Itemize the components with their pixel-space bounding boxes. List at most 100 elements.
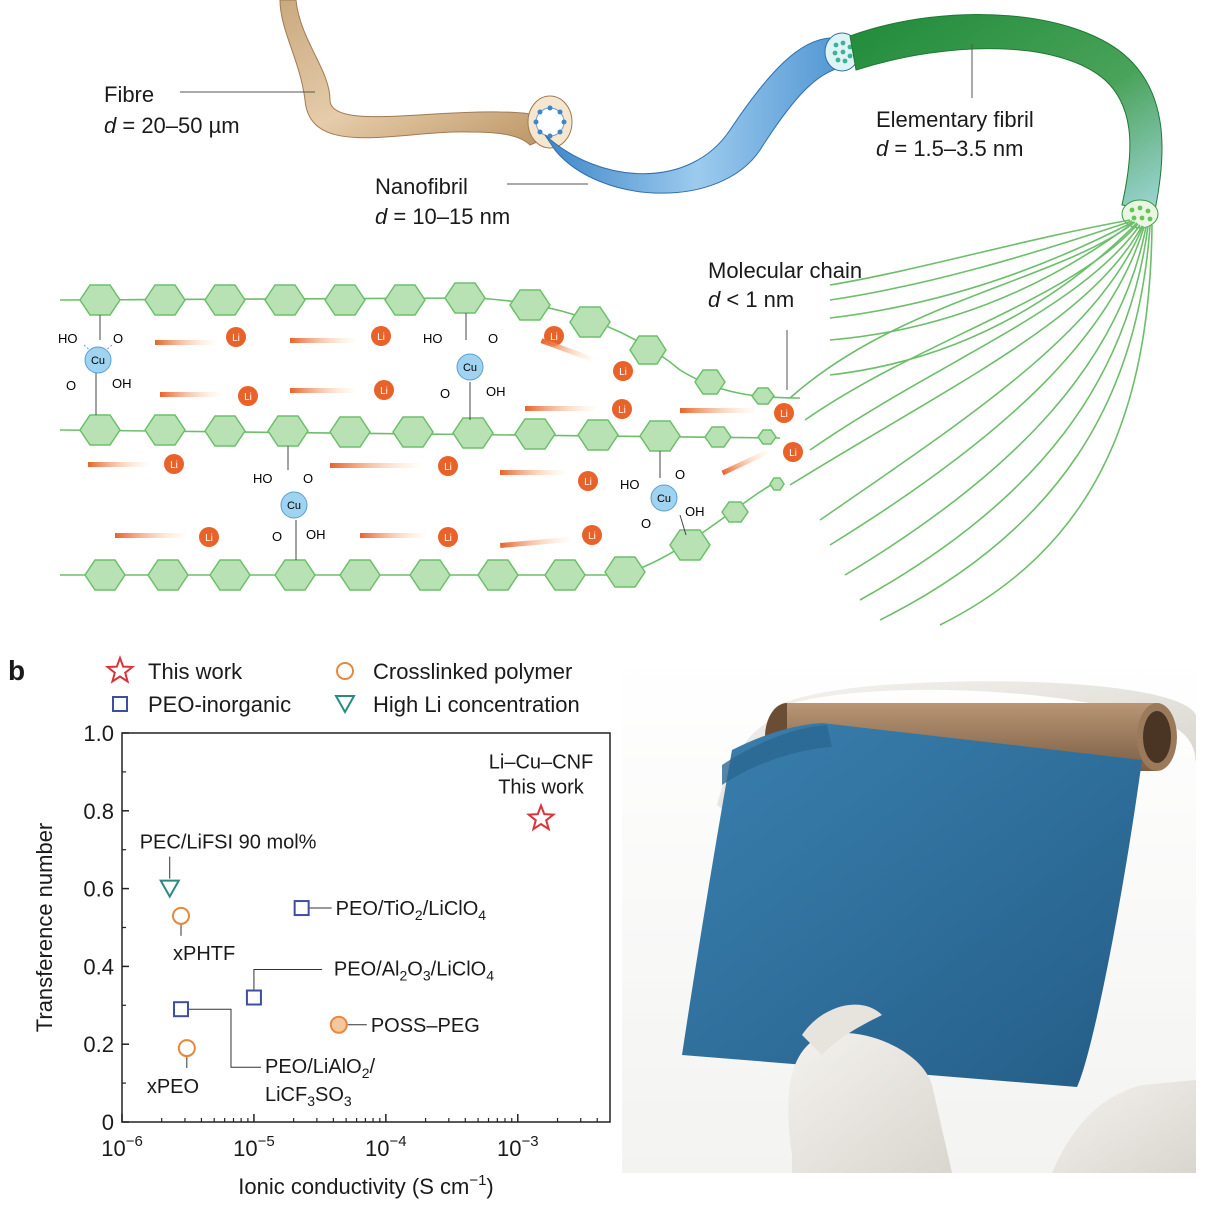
legend-label: Crosslinked polymer — [373, 659, 572, 684]
legend-marker-star — [104, 655, 136, 684]
oh-label: OH — [306, 527, 326, 542]
cu-complex-4: Cu HO O O OH — [620, 451, 705, 536]
li-ion: Li — [525, 399, 632, 419]
y-axis-label: Transference number — [32, 823, 57, 1033]
y-tick-label: 0.2 — [83, 1032, 114, 1057]
data-point-pec-lifsi — [159, 879, 181, 899]
transference-vs-conductivity-chart: This work Crosslinked polymerPEO-inorgani… — [32, 655, 611, 1199]
legend-marker-triangle — [334, 695, 356, 715]
y-tick-label: 1.0 — [83, 721, 114, 746]
data-point-poss-peg — [329, 1015, 348, 1034]
li-ion: Li — [330, 456, 458, 476]
svg-text:Li: Li — [205, 533, 213, 544]
li-ion: Li — [499, 525, 602, 549]
cu-complex-2: Cu HO O O OH — [423, 313, 506, 420]
legend-label: High Li concentration — [373, 692, 580, 717]
svg-text:Li: Li — [380, 386, 388, 397]
legend-marker-circle — [336, 662, 354, 680]
x-tick-label: 10−4 — [365, 1133, 407, 1161]
molecular-chain-strands — [789, 219, 1153, 626]
annotation-peo-lialo2-line1: PEO/LiAlO2/ — [265, 1056, 376, 1081]
li-ion: Li — [115, 527, 219, 547]
svg-text:Li: Li — [780, 409, 788, 420]
li-ions: Li Li Li Li Li Li Li Li Li Li Li Li Li L… — [88, 326, 803, 549]
data-point-xpeo — [177, 1039, 196, 1058]
svg-text:Li: Li — [618, 405, 626, 416]
o-label: O — [66, 378, 76, 393]
li-ion: Li — [88, 454, 184, 474]
cu-complex-1: Cu HO O O OH — [58, 315, 132, 415]
data-point-peo-lialo2 — [172, 1001, 189, 1018]
row2 — [79, 414, 777, 452]
elementary-fibril-diameter: d = 1.5–3.5 nm — [876, 136, 1023, 161]
annotation-peo-al2o3: PEO/Al2O3/LiClO4 — [334, 959, 494, 984]
svg-text:Li: Li — [584, 477, 592, 488]
cu-complex-3: Cu HO O O OH — [253, 446, 326, 560]
row3 — [84, 477, 785, 591]
svg-text:Li: Li — [377, 332, 385, 343]
annotation-peo-lialo2-line2: LiCF3SO3 — [265, 1084, 352, 1109]
glove-bottom — [788, 1032, 952, 1173]
y-tick-label: 0.6 — [83, 877, 114, 902]
ho-label: HO — [253, 471, 273, 486]
legend-marker-square — [112, 696, 128, 712]
annotation-leader — [253, 969, 322, 990]
glove-top — [772, 681, 1196, 765]
x-tick-label: 10−5 — [233, 1133, 275, 1161]
panel-c-photo — [622, 655, 1196, 1173]
svg-text:Li: Li — [232, 333, 240, 344]
ho-label: HO — [58, 331, 78, 346]
y-tick-label: 0 — [102, 1110, 114, 1135]
o-label: O — [113, 331, 123, 346]
svg-text:Li: Li — [444, 462, 452, 473]
o-label: O — [675, 467, 685, 482]
legend-label: PEO-inorganic — [148, 692, 291, 717]
oh-label: OH — [112, 376, 132, 391]
annotation-xpeo: xPEO — [147, 1076, 199, 1098]
li-ion: Li — [155, 327, 246, 347]
oh-label: OH — [486, 384, 506, 399]
li-ion: Li — [721, 442, 803, 476]
panel-b-label: b — [8, 655, 26, 686]
molecular-chain-diameter: d < 1 nm — [708, 287, 794, 312]
o-label: O — [641, 516, 651, 531]
svg-text:Li: Li — [550, 332, 558, 343]
svg-text:Li: Li — [170, 460, 178, 471]
x-tick-label: 10−3 — [497, 1133, 539, 1161]
elementary-fibril-end — [1121, 199, 1159, 229]
o-label: O — [440, 386, 450, 401]
fibre-diameter: d = 20–50 µm — [104, 113, 240, 138]
ho-label: HO — [423, 331, 443, 346]
svg-text:Li: Li — [619, 367, 627, 378]
oh-label: OH — [685, 504, 705, 519]
x-axis-label: Ionic conductivity (S cm−1) — [238, 1172, 494, 1199]
li-ion: Li — [680, 403, 794, 423]
cu-label: Cu — [287, 500, 301, 512]
annotation-poss-peg: POSS–PEG — [371, 1015, 480, 1037]
glucose-rings — [79, 282, 785, 591]
legend-label: This work — [148, 659, 243, 684]
nanofibril-diameter: d = 10–15 nm — [375, 204, 510, 229]
o-label: O — [303, 471, 313, 486]
annotation-pec-lifsi: PEC/LiFSI 90 mol% — [140, 832, 317, 854]
nanofibril-label: Nanofibril — [375, 174, 468, 199]
cu-label: Cu — [91, 355, 105, 367]
svg-text:Li: Li — [789, 448, 797, 459]
li-ion: Li — [290, 326, 391, 346]
leader-lines — [180, 44, 973, 390]
row1 — [79, 282, 775, 405]
fibre-shape — [279, 0, 566, 146]
nanofibril-shape — [544, 37, 851, 194]
li-ion: Li — [360, 527, 458, 547]
y-tick-label: 0.8 — [83, 799, 114, 824]
data-point-peo-al2o3 — [245, 989, 262, 1006]
x-tick-label: 10−6 — [101, 1133, 143, 1161]
annotation-peo-tio2: PEO/TiO2/LiClO4 — [336, 898, 487, 923]
li-ion: Li — [500, 470, 598, 491]
svg-text:Li: Li — [444, 533, 452, 544]
o-label: O — [488, 331, 498, 346]
li-ion: Li — [540, 338, 633, 381]
blue-cnf-paper — [682, 723, 1142, 1087]
ho-label: HO — [620, 477, 640, 492]
